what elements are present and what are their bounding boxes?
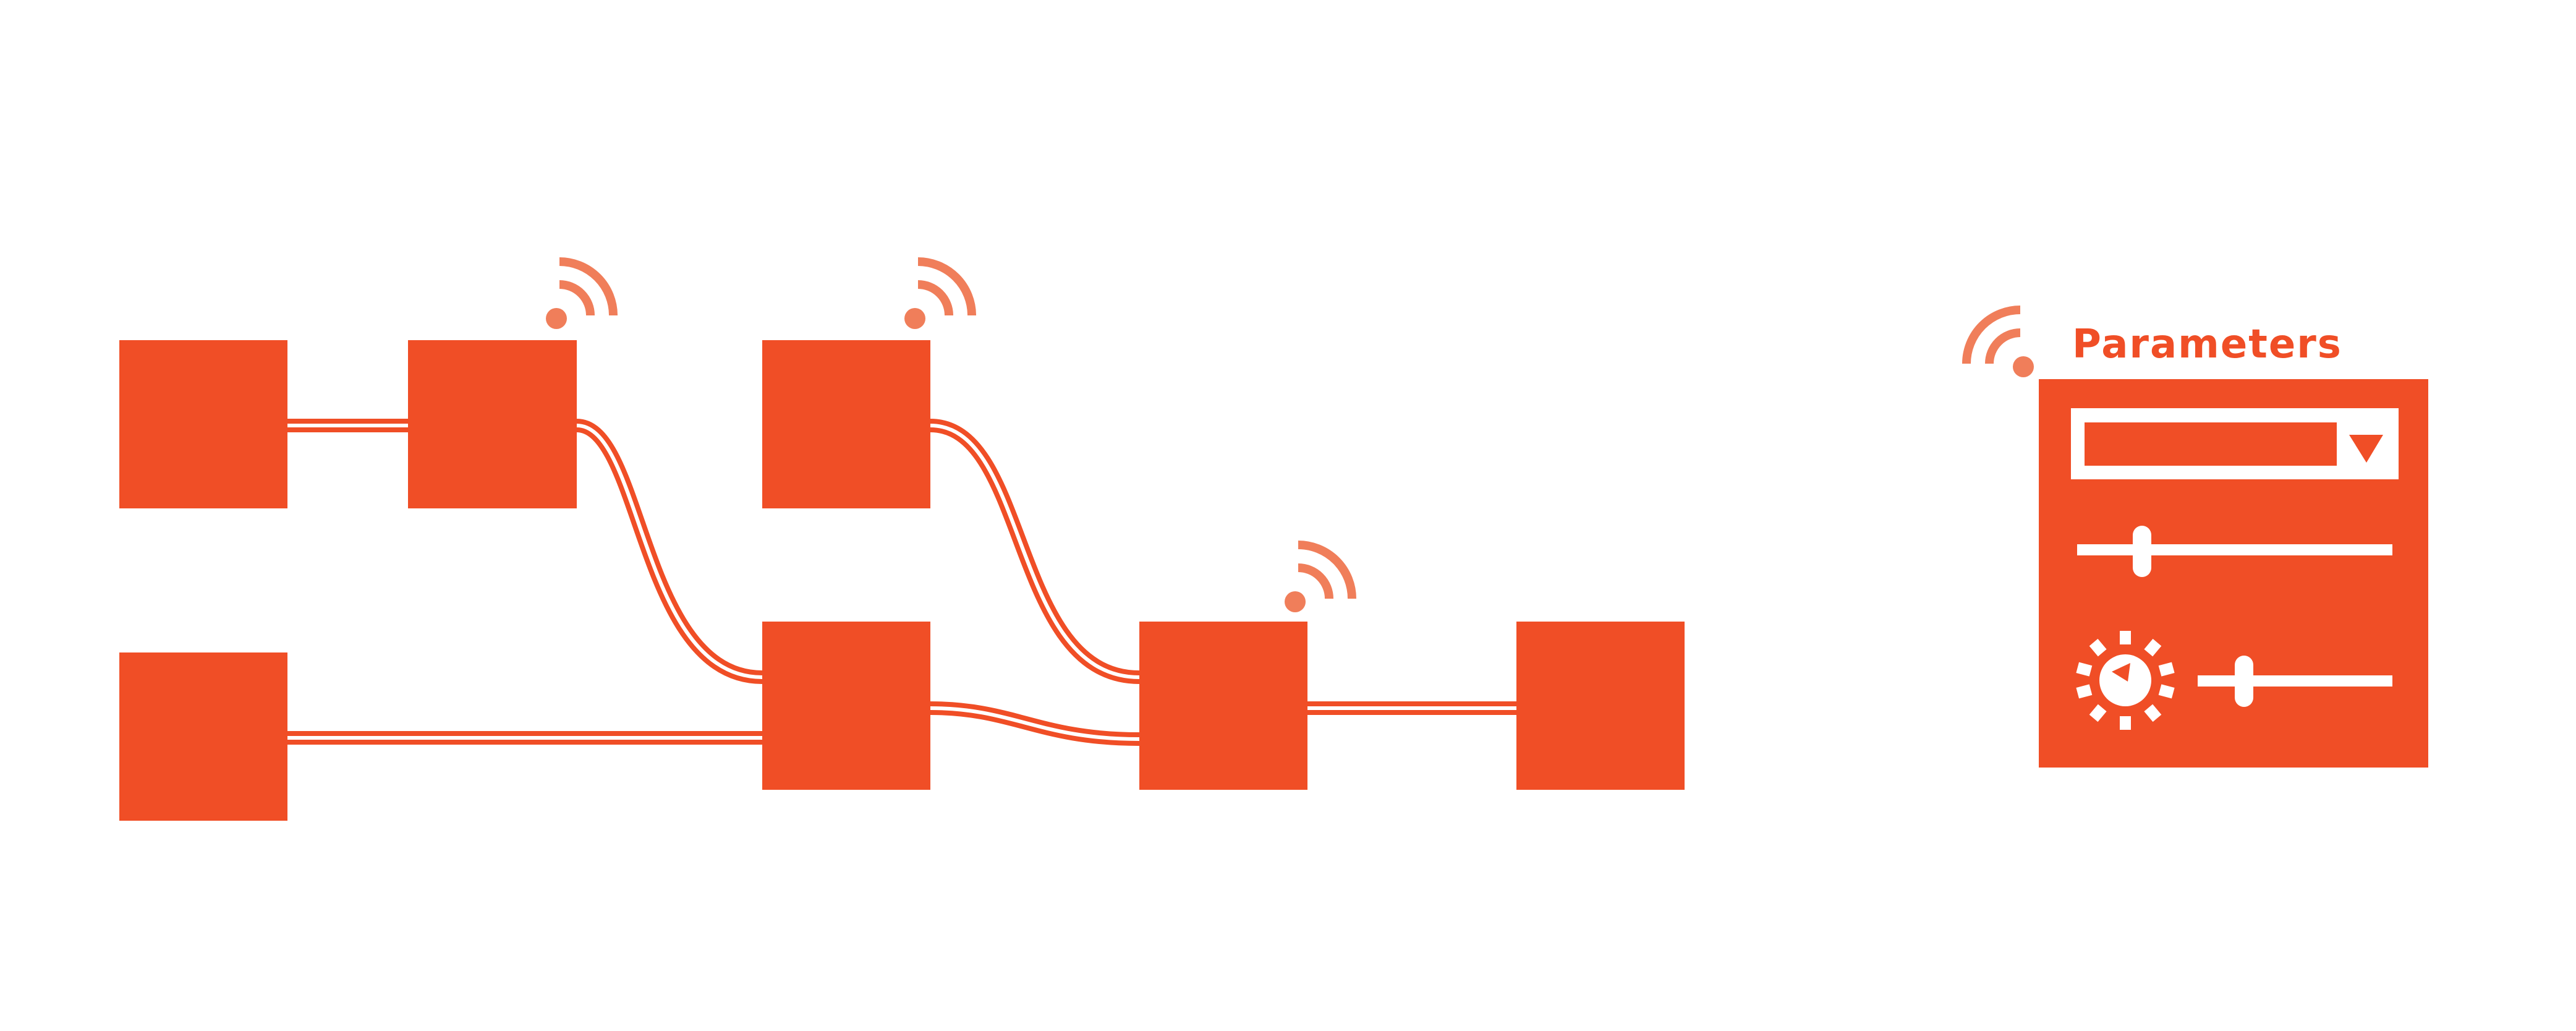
- node-source-b[interactable]: [119, 652, 287, 821]
- parameter-slider-1[interactable]: [2077, 526, 2392, 577]
- wire-inner-processor-b-to-combiner: [930, 424, 1140, 679]
- node-output[interactable]: [1516, 622, 1685, 790]
- wireless-signal-icon: [1285, 541, 1356, 612]
- node-mixer[interactable]: [762, 622, 930, 790]
- parameter-dropdown[interactable]: [2071, 408, 2399, 479]
- node-processor-a[interactable]: [408, 340, 577, 508]
- parameter-slider-2[interactable]: [2198, 656, 2392, 707]
- parameters-title: Parameters: [2072, 322, 2342, 367]
- node-processor-b[interactable]: [762, 340, 930, 508]
- parameters-panel: Parameters: [1962, 306, 2428, 768]
- slider-2-track: [2198, 675, 2392, 687]
- wire-processor-b-to-combiner[interactable]: [930, 419, 1140, 684]
- wire-inner-mixer-to-combiner: [930, 706, 1140, 741]
- graph-nodes: [119, 340, 1685, 821]
- wire-inner-processor-a-to-mixer: [576, 424, 763, 679]
- slider-2-thumb[interactable]: [2235, 656, 2253, 707]
- dropdown-value-field: [2085, 422, 2337, 466]
- dropdown-arrow-icon[interactable]: [2349, 435, 2383, 463]
- wireless-signal-icon: [904, 257, 976, 329]
- wire-processor-a-to-mixer[interactable]: [576, 419, 763, 684]
- node-combiner[interactable]: [1139, 622, 1307, 790]
- wireless-signal-icon: [1962, 306, 2034, 377]
- connection-wires-inner: [287, 424, 1516, 741]
- slider-1-track: [2077, 544, 2392, 555]
- knob-icon[interactable]: [2076, 631, 2175, 730]
- slider-1-thumb[interactable]: [2133, 526, 2151, 577]
- node-source-a[interactable]: [119, 340, 287, 508]
- wireless-signal-icon: [546, 257, 618, 329]
